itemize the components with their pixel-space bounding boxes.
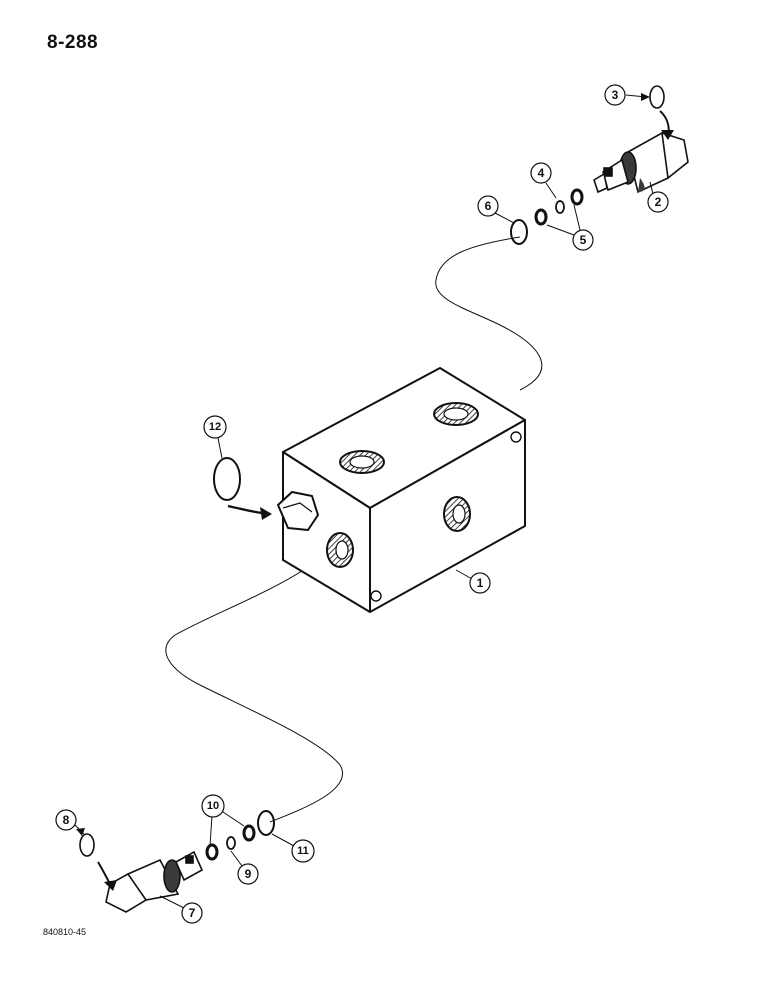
valve-block <box>277 367 526 613</box>
ring-6 <box>510 219 528 245</box>
routing-line-upper <box>435 236 543 391</box>
ring-5a <box>534 208 548 226</box>
ring-12 <box>213 457 241 501</box>
callout-6: 6 <box>477 195 499 217</box>
relief-valve-lower <box>105 850 204 913</box>
svg-text:7: 7 <box>189 906 196 920</box>
ring-10b <box>242 824 256 842</box>
ring-10a <box>205 843 219 861</box>
callout-9: 9 <box>237 863 259 885</box>
plug <box>277 491 319 531</box>
callout-3: 3 <box>604 84 626 106</box>
washer-8 <box>79 833 95 857</box>
svg-text:10: 10 <box>207 800 219 812</box>
callout-7: 7 <box>181 902 203 924</box>
callout-4: 4 <box>530 162 552 184</box>
relief-valve-upper <box>593 131 689 194</box>
ring-4 <box>555 200 565 214</box>
callout-5: 5 <box>572 229 594 251</box>
svg-text:1: 1 <box>477 576 484 590</box>
svg-text:11: 11 <box>297 845 309 857</box>
svg-text:2: 2 <box>655 195 662 209</box>
washer-3 <box>649 85 665 109</box>
svg-text:4: 4 <box>538 166 545 180</box>
ring-5b <box>570 188 584 206</box>
callout-11: 11 <box>291 839 315 863</box>
svg-text:8: 8 <box>63 813 70 827</box>
page-number: 8-288 <box>47 32 99 53</box>
figure-code: 840810-45 <box>43 927 87 937</box>
leader-lines <box>72 94 655 909</box>
routing-line-lower <box>165 554 343 823</box>
ring-11 <box>257 810 275 836</box>
block-left-face <box>282 451 371 613</box>
svg-text:5: 5 <box>580 233 587 247</box>
callout-1: 1 <box>469 572 491 594</box>
callout-2: 2 <box>647 191 669 213</box>
svg-text:6: 6 <box>485 199 492 213</box>
callout-8: 8 <box>55 809 77 831</box>
svg-text:9: 9 <box>245 867 252 881</box>
callout-10: 10 <box>201 794 225 818</box>
ring-9 <box>226 836 236 850</box>
svg-text:12: 12 <box>209 421 221 433</box>
svg-text:3: 3 <box>612 88 619 102</box>
callout-12: 12 <box>203 415 227 439</box>
